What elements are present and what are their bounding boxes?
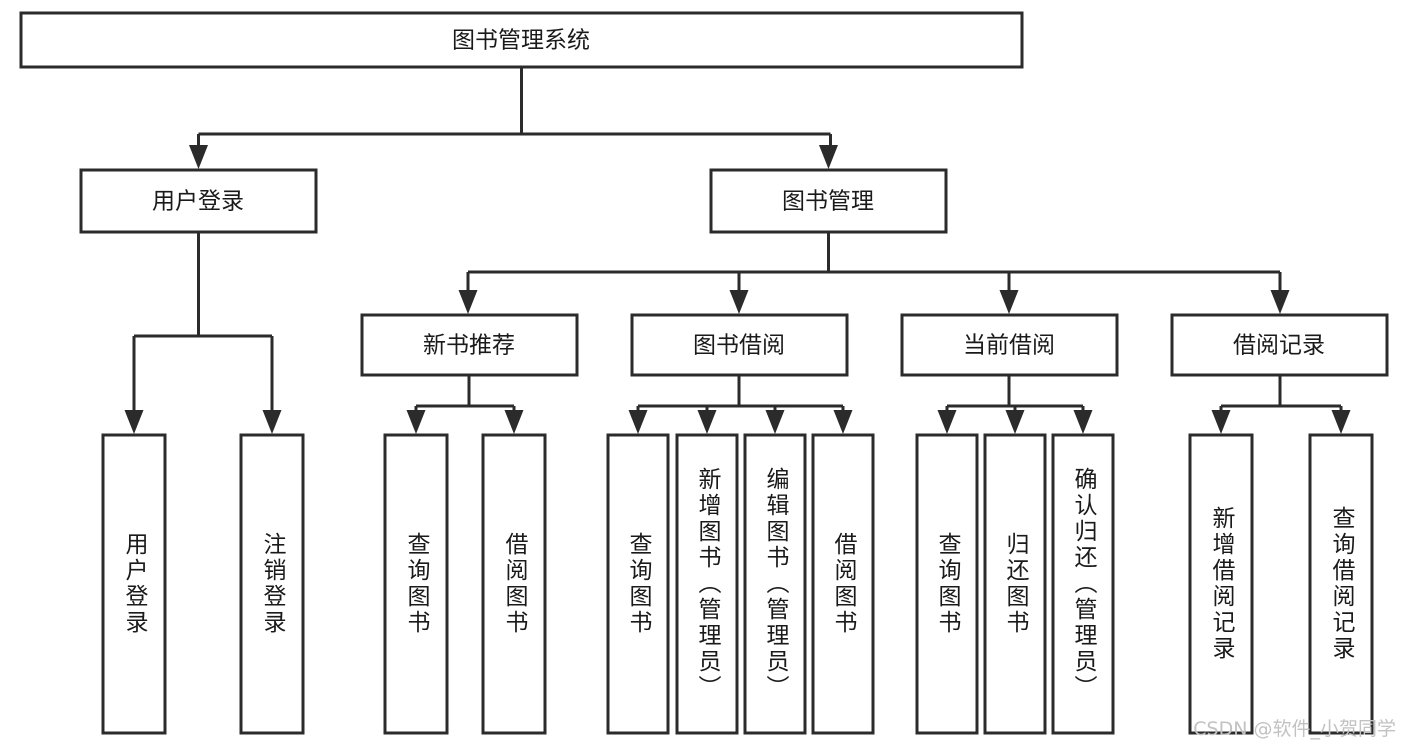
node-current-borrow[interactable]: 当前借阅 [900, 313, 1119, 377]
node-label-book-borrow: 图书借阅 [693, 333, 785, 359]
leaf-box-borrow-book-bb[interactable] [811, 433, 875, 735]
leaf-user-login[interactable]: 用户登录 [101, 433, 167, 735]
node-root-system[interactable]: 图书管理系统 [19, 11, 1024, 69]
arrow-head-cb-leaf3 [1073, 410, 1093, 434]
leaf-logout[interactable]: 注销登录 [239, 433, 305, 735]
arrow-head-cb-leaf2 [1005, 410, 1025, 434]
node-borrow-record[interactable]: 借阅记录 [1170, 313, 1389, 377]
leaf-box-query-book-nb[interactable] [383, 433, 449, 735]
leaf-box-edit-book-admin[interactable] [743, 433, 807, 735]
arrow-head-bb-leaf3 [765, 410, 785, 434]
arrow-head-bb-leaf4 [833, 410, 853, 434]
node-box-user-login[interactable] [79, 168, 318, 234]
node-label-new-book-recommend: 新书推荐 [423, 333, 515, 359]
leaf-label-add-book-admin: 新增图书（管理员） [694, 467, 722, 701]
leaf-label-borrow-book-nb: 借阅图书 [501, 532, 529, 636]
arrow-head-br-leaf1 [1211, 410, 1231, 434]
leaf-edit-book-admin[interactable]: 编辑图书（管理员） [743, 433, 807, 735]
arrow-head-br-leaf2 [1331, 410, 1351, 434]
arrow-head-leaf-logout [262, 410, 282, 434]
leaf-query-borrow-record[interactable]: 查询借阅记录 [1308, 433, 1374, 735]
arrow-head-bb-leaf2 [697, 410, 717, 434]
leaf-add-book-admin[interactable]: 新增图书（管理员） [675, 433, 739, 735]
connector-layer [124, 67, 1351, 434]
node-box-current-borrow[interactable] [900, 313, 1119, 377]
leaf-box-query-book-bb[interactable] [606, 433, 670, 735]
leaf-box-query-borrow-record[interactable] [1308, 433, 1374, 735]
arrow-head-nb-leaf2 [504, 410, 524, 434]
node-book-management[interactable]: 图书管理 [709, 168, 948, 234]
arrow-head-current-borrow [999, 290, 1019, 314]
node-box-root[interactable] [19, 11, 1024, 69]
leaf-query-book-cb[interactable]: 查询图书 [915, 433, 979, 735]
arrow-head-book-borrow [729, 290, 749, 314]
leaf-label-query-book-cb: 查询图书 [934, 532, 962, 636]
node-box-borrow-record[interactable] [1170, 313, 1389, 377]
leaf-label-add-borrow-record: 新增借阅记录 [1208, 506, 1236, 662]
leaf-box-return-book[interactable] [983, 433, 1047, 735]
leaf-label-query-book-nb: 查询图书 [403, 532, 431, 636]
node-new-book-recommend[interactable]: 新书推荐 [360, 313, 579, 377]
leaf-box-user-login[interactable] [101, 433, 167, 735]
leaf-label-user-login: 用户登录 [121, 532, 149, 636]
leaf-query-book-bb[interactable]: 查询图书 [606, 433, 670, 735]
node-label-book-management: 图书管理 [782, 189, 874, 215]
arrow-head-user-login [189, 145, 208, 169]
leaf-box-add-borrow-record[interactable] [1188, 433, 1254, 735]
leaf-label-query-book-bb: 查询图书 [625, 532, 653, 636]
node-label-user-login: 用户登录 [152, 189, 244, 215]
arrow-head-bb-leaf1 [628, 410, 648, 434]
arrow-head-new-book-rec [458, 290, 478, 314]
node-user-login[interactable]: 用户登录 [79, 168, 318, 234]
leaf-label-logout: 注销登录 [259, 532, 287, 636]
arrow-head-book-mgmt [819, 145, 838, 169]
leaf-box-borrow-book-nb[interactable] [481, 433, 547, 735]
leaf-label-edit-book-admin: 编辑图书（管理员） [762, 467, 790, 701]
node-label-current-borrow: 当前借阅 [963, 333, 1055, 359]
leaf-borrow-book-nb[interactable]: 借阅图书 [481, 433, 547, 735]
node-layer: 图书管理系统 用户登录 图书管理 新书推荐 图书借阅 当前 [19, 11, 1389, 735]
leaf-box-query-book-cb[interactable] [915, 433, 979, 735]
leaf-box-logout[interactable] [239, 433, 305, 735]
node-box-book-borrow[interactable] [630, 313, 849, 377]
leaf-box-add-book-admin[interactable] [675, 433, 739, 735]
leaf-label-return-book: 归还图书 [1002, 532, 1030, 636]
leaf-box-confirm-return-admin[interactable] [1051, 433, 1115, 735]
leaf-borrow-book-bb[interactable]: 借阅图书 [811, 433, 875, 735]
arrow-head-cb-leaf1 [937, 410, 957, 434]
arrow-head-nb-leaf1 [406, 410, 426, 434]
leaf-query-book-nb[interactable]: 查询图书 [383, 433, 449, 735]
leaf-label-query-borrow-record: 查询借阅记录 [1328, 506, 1356, 662]
arrow-head-borrow-record [1270, 290, 1290, 314]
leaf-return-book[interactable]: 归还图书 [983, 433, 1047, 735]
leaf-add-borrow-record[interactable]: 新增借阅记录 [1188, 433, 1254, 735]
leaf-label-confirm-return-admin: 确认归还（管理员） [1070, 467, 1098, 701]
leaf-label-borrow-book-bb: 借阅图书 [830, 532, 858, 636]
node-book-borrow[interactable]: 图书借阅 [630, 313, 849, 377]
node-label-borrow-record: 借阅记录 [1233, 333, 1325, 359]
node-box-book-management[interactable] [709, 168, 948, 234]
node-label-root: 图书管理系统 [452, 28, 590, 54]
node-box-new-book-recommend[interactable] [360, 313, 579, 377]
csdn-watermark: CSDN @软件_小贺同学 [1193, 718, 1396, 740]
arrow-head-leaf-user-login [124, 410, 144, 434]
leaf-confirm-return-admin[interactable]: 确认归还（管理员） [1051, 433, 1115, 735]
